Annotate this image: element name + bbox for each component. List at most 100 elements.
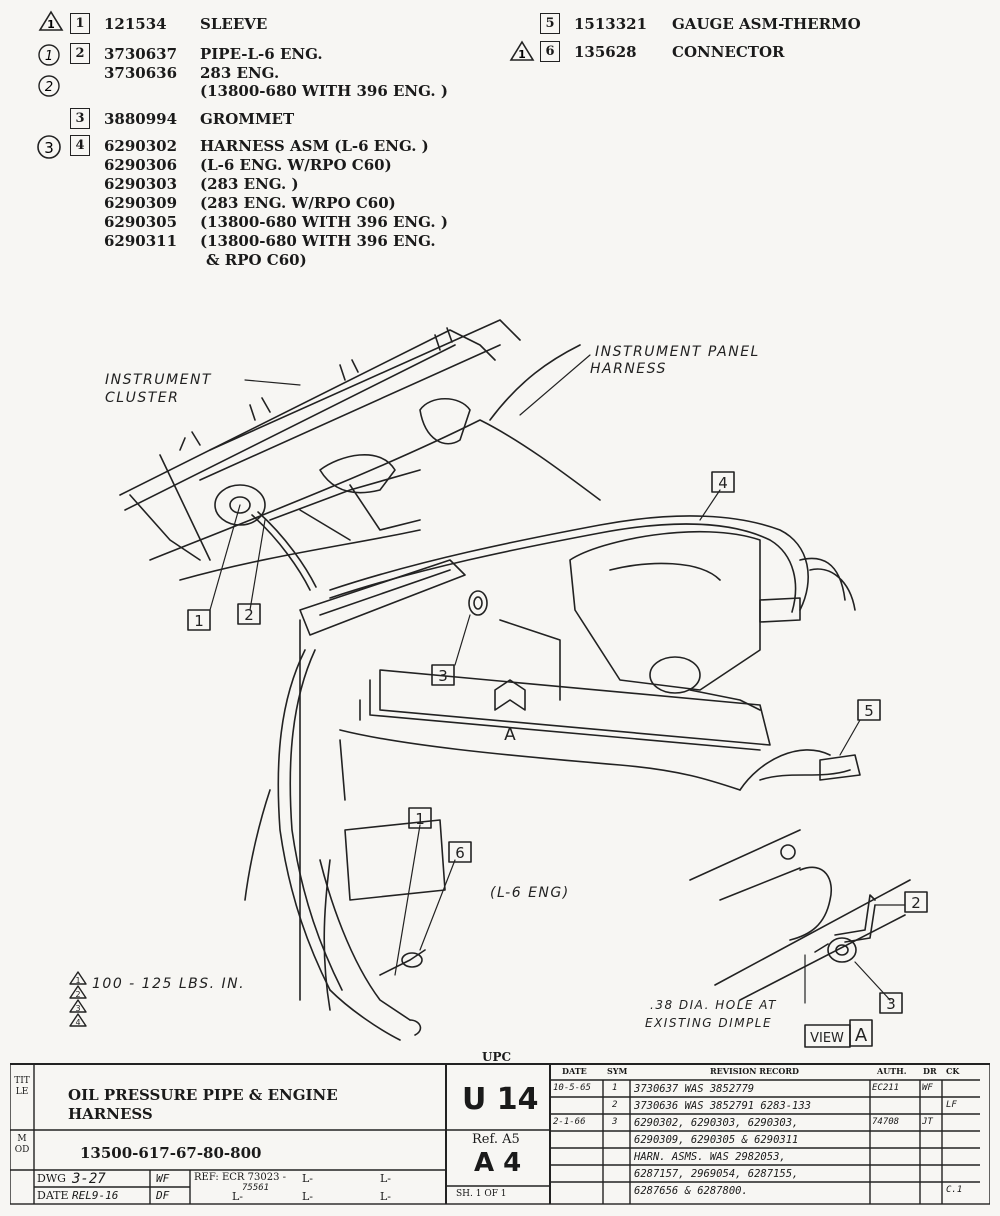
instrument-cluster-line1: INSTRUMENT xyxy=(105,372,212,388)
grommet-illustration xyxy=(468,590,488,616)
callout-2: 2 xyxy=(244,606,254,624)
view-label: VIEW xyxy=(810,1031,844,1046)
part-number: 3730637 xyxy=(104,45,178,63)
revision-sym: 1 xyxy=(612,1083,618,1093)
part-description: (13800-680 WITH 396 ENG. xyxy=(200,232,436,250)
revision-text: 3730636 WAS 3852791 6283-133 xyxy=(634,1100,812,1112)
callout-1b: 1 xyxy=(415,810,425,828)
date-value: REL9-16 xyxy=(72,1189,119,1202)
part-number: 6290302 xyxy=(104,137,178,155)
callout-box-1 xyxy=(187,609,211,631)
hole-line1: .38 DIA. HOLE AT xyxy=(650,998,777,1012)
mod-letters: MOD xyxy=(14,1134,30,1155)
instrument-cluster-line2: CLUSTER xyxy=(105,390,179,406)
revision-text: 3730637 WAS 3852779 xyxy=(634,1083,755,1095)
callout-box-2b xyxy=(904,891,928,913)
callout-6: 6 xyxy=(455,844,465,862)
hole-line2: EXISTING DIMPLE xyxy=(645,1016,772,1030)
svg-text:3: 3 xyxy=(75,1004,80,1013)
part-description: GROMMET xyxy=(200,110,295,128)
svg-text:1: 1 xyxy=(75,976,80,985)
title-letters: TITLE xyxy=(14,1076,30,1097)
revision-date: 10-5-65 xyxy=(553,1083,591,1093)
item-number-box: 1 xyxy=(70,13,90,34)
l-mark: L- xyxy=(380,1190,392,1203)
svg-text:1: 1 xyxy=(518,48,526,61)
callout-5: 5 xyxy=(864,702,874,720)
rev-header-auth: AUTH. xyxy=(877,1066,907,1076)
flag-triangle-icon: 1 xyxy=(38,10,64,36)
part-number: 6290303 xyxy=(104,175,178,193)
revision-text: 6287656 & 6287800. xyxy=(634,1185,748,1197)
callout-2b: 2 xyxy=(911,894,921,912)
ref-ecr: REF: ECR 73023 - xyxy=(194,1172,286,1183)
item-number-box: 2 xyxy=(70,43,90,64)
part-description: SLEEVE xyxy=(200,15,268,33)
engine-harness-drawing: 1 2 3 4 5 1 6 2 3 A VIEW A 1 2 3 4 INSTR… xyxy=(69,319,928,1048)
part-number: 3730636 xyxy=(104,64,178,82)
l-mark: L- xyxy=(302,1190,314,1203)
circle-note-icon: 2 xyxy=(36,74,62,102)
ip-harness-line1: INSTRUMENT PANEL xyxy=(595,344,760,360)
part-description: (13800-680 WITH 396 ENG. ) xyxy=(200,82,448,100)
revision-auth: EC211 xyxy=(872,1083,900,1093)
part-number: 6290305 xyxy=(104,213,178,231)
a4-value: A 4 xyxy=(474,1148,522,1178)
hole-note: .38 DIA. HOLE AT EXISTING DIMPLE xyxy=(645,998,782,1030)
rev-header-record: REVISION RECORD xyxy=(710,1066,799,1076)
revision-sym: 3 xyxy=(612,1117,618,1127)
item-number-box: 4 xyxy=(70,135,90,156)
part-number: 121534 xyxy=(104,15,167,33)
torque-flag-triangles xyxy=(69,971,87,1027)
flag-number: 1 xyxy=(47,18,55,31)
revision-ck: LF xyxy=(946,1100,957,1110)
ref-extra: 75561 xyxy=(242,1183,270,1193)
callout-1: 1 xyxy=(194,612,204,630)
item-number-box: 3 xyxy=(70,108,90,129)
view-letter: A xyxy=(855,1025,868,1046)
part-description: & RPO C60) xyxy=(206,251,307,269)
part-number: 6290309 xyxy=(104,194,178,212)
callout-3: 3 xyxy=(438,667,448,685)
circle-note-icon: 1 xyxy=(36,43,62,71)
drawing-title: OIL PRESSURE PIPE & ENGINE HARNESS xyxy=(68,1086,338,1123)
part-description: 283 ENG. xyxy=(200,64,280,82)
callout-4: 4 xyxy=(718,474,728,492)
engine-block-illustration xyxy=(244,530,861,1011)
ip-harness-label: INSTRUMENT PANEL HARNESS xyxy=(590,344,766,377)
callout-box-5 xyxy=(857,699,881,721)
view-a-marker xyxy=(494,679,526,711)
circle-note-icon: 3 xyxy=(34,134,64,164)
revision-ck: C.1 xyxy=(946,1185,963,1195)
ref-a5: Ref. A5 xyxy=(472,1132,520,1147)
part-number: 6290311 xyxy=(104,232,178,250)
part-description: PIPE-L-6 ENG. xyxy=(200,45,323,63)
instrument-cluster-illustration xyxy=(119,319,521,561)
callout-3b: 3 xyxy=(886,995,896,1013)
flag-triangle-icon: 1 xyxy=(509,40,535,66)
view-letter-box xyxy=(849,1019,873,1047)
revision-dr: WF xyxy=(922,1083,933,1093)
date-label: DATE xyxy=(37,1189,69,1202)
engine-harness-wire xyxy=(277,649,426,1041)
callout-box-1b xyxy=(408,807,432,829)
callout-box-6 xyxy=(448,841,472,863)
svg-text:2: 2 xyxy=(75,990,80,999)
view-a-letter: A xyxy=(504,725,516,745)
engine-note: (L-6 ENG) xyxy=(490,885,570,901)
part-number: 135628 xyxy=(574,43,637,61)
dwg-label: DWG xyxy=(37,1172,66,1185)
part-description: (283 ENG. W/RPO C60) xyxy=(200,194,396,212)
title-block: TITLE MOD OIL PRESSURE PIPE & ENGINE HAR… xyxy=(10,1050,990,1208)
rev-header-dr: DR xyxy=(923,1066,937,1076)
instrument-panel-harness xyxy=(149,344,856,623)
part-description: CONNECTOR xyxy=(672,43,785,61)
oil-pressure-pipe xyxy=(251,511,317,591)
view-a-detail xyxy=(689,829,911,1001)
revision-date: 2-1-66 xyxy=(553,1117,586,1127)
leader-lines xyxy=(209,354,906,1004)
svg-text:3: 3 xyxy=(44,139,54,157)
l-mark: L- xyxy=(380,1172,392,1185)
l-mark: L- xyxy=(302,1172,314,1185)
upc-header: UPC xyxy=(482,1050,512,1064)
